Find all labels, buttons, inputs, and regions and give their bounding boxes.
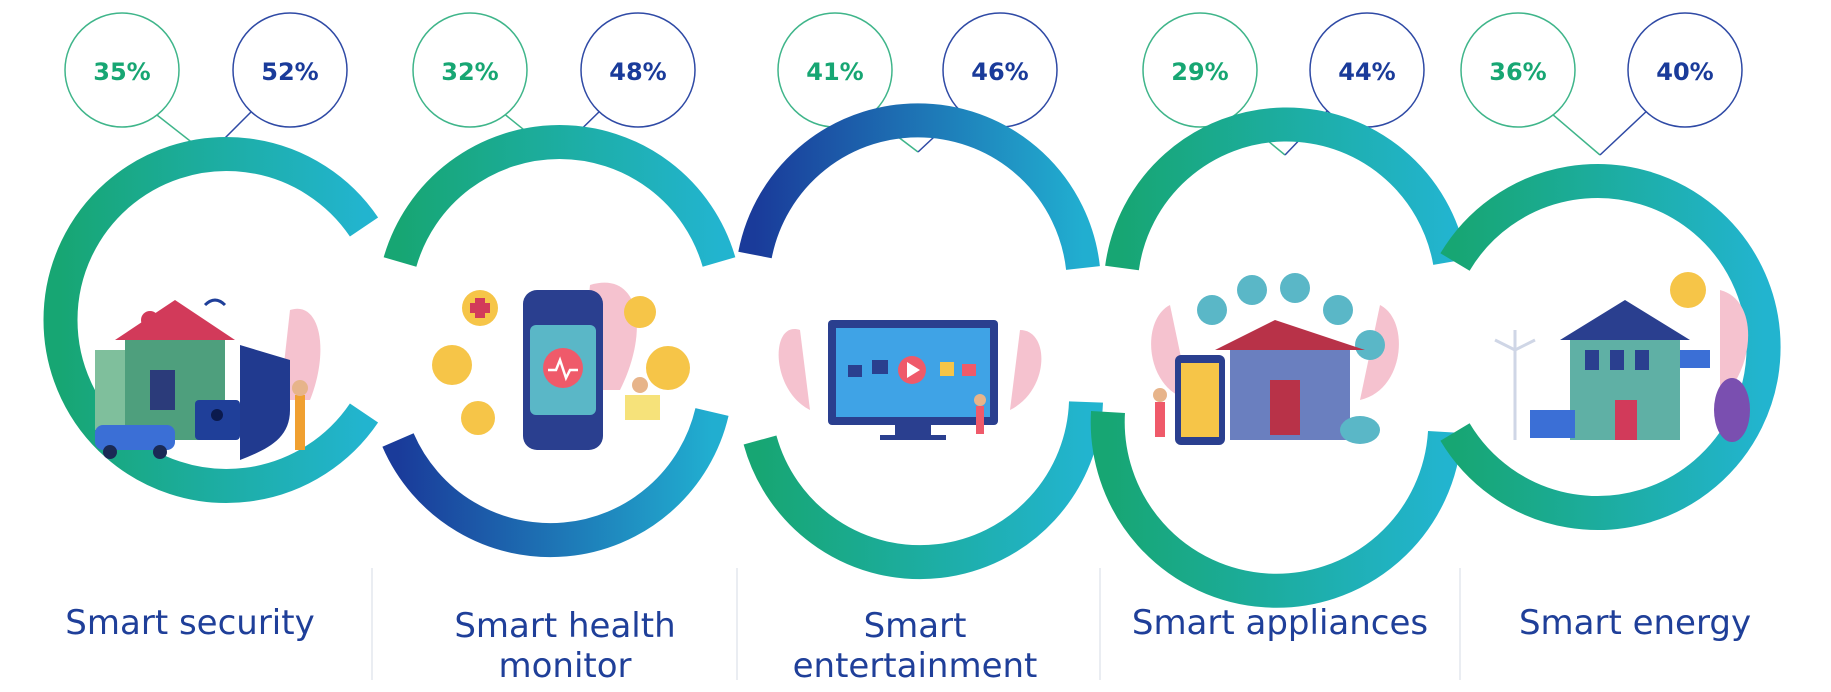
stat-value-a: 35%: [93, 58, 150, 86]
connector-line: [1599, 107, 1651, 156]
ring-arc-top: [383, 125, 736, 267]
stat-value-a: 36%: [1489, 58, 1546, 86]
label-smart-health-monitor: Smart health monitor: [454, 606, 676, 686]
label-smart-security: Smart security: [65, 603, 315, 643]
stat-value-a: 29%: [1171, 58, 1228, 86]
item-smart-appliances: 29% 44%: [1090, 12, 1467, 608]
ring-arc-top: [1105, 107, 1467, 271]
ring-arc-bottom: [382, 407, 729, 558]
label-smart-entertainment: Smart entertainment: [792, 606, 1038, 686]
ring-arc-top: [738, 103, 1100, 270]
health-watch-icon: [432, 282, 690, 450]
item-smart-energy: 36% 40%: [1440, 12, 1781, 530]
security-scene-icon: [95, 298, 321, 460]
stat-value-a: 32%: [441, 58, 498, 86]
stat-bubble-b: [1627, 12, 1743, 128]
label-smart-energy: Smart energy: [1518, 603, 1752, 643]
stat-bubble-b: [580, 12, 696, 128]
solar-house-icon: [1494, 272, 1750, 442]
appliances-house-icon: [1151, 273, 1399, 445]
item-smart-security: 35% 52%: [43, 12, 379, 503]
ring-arc-bottom: [1090, 411, 1462, 608]
tv-entertainment-icon: [778, 320, 1042, 440]
connector-line: [1544, 107, 1601, 156]
stat-bubble-a: [64, 12, 180, 128]
stat-value-b: 44%: [1338, 58, 1395, 86]
item-smart-entertainment: 41% 46%: [738, 12, 1103, 580]
stat-value-b: 48%: [609, 58, 666, 86]
stat-bubble-a: [1142, 12, 1258, 128]
ring-arc: [1440, 164, 1781, 530]
ring-arc: [43, 137, 379, 503]
item-smart-health-monitor: 32% 48%: [382, 12, 736, 558]
stat-value-b: 40%: [1656, 58, 1713, 86]
stat-value-b: 46%: [971, 58, 1028, 86]
stat-bubble-a: [1460, 12, 1576, 128]
stat-bubble-b: [232, 12, 348, 128]
stat-value-b: 52%: [261, 58, 318, 86]
label-smart-appliances: Smart appliances: [1131, 603, 1429, 643]
stat-bubble-a: [412, 12, 528, 128]
stat-value-a: 41%: [806, 58, 863, 86]
ring-arc-bottom: [743, 401, 1103, 580]
